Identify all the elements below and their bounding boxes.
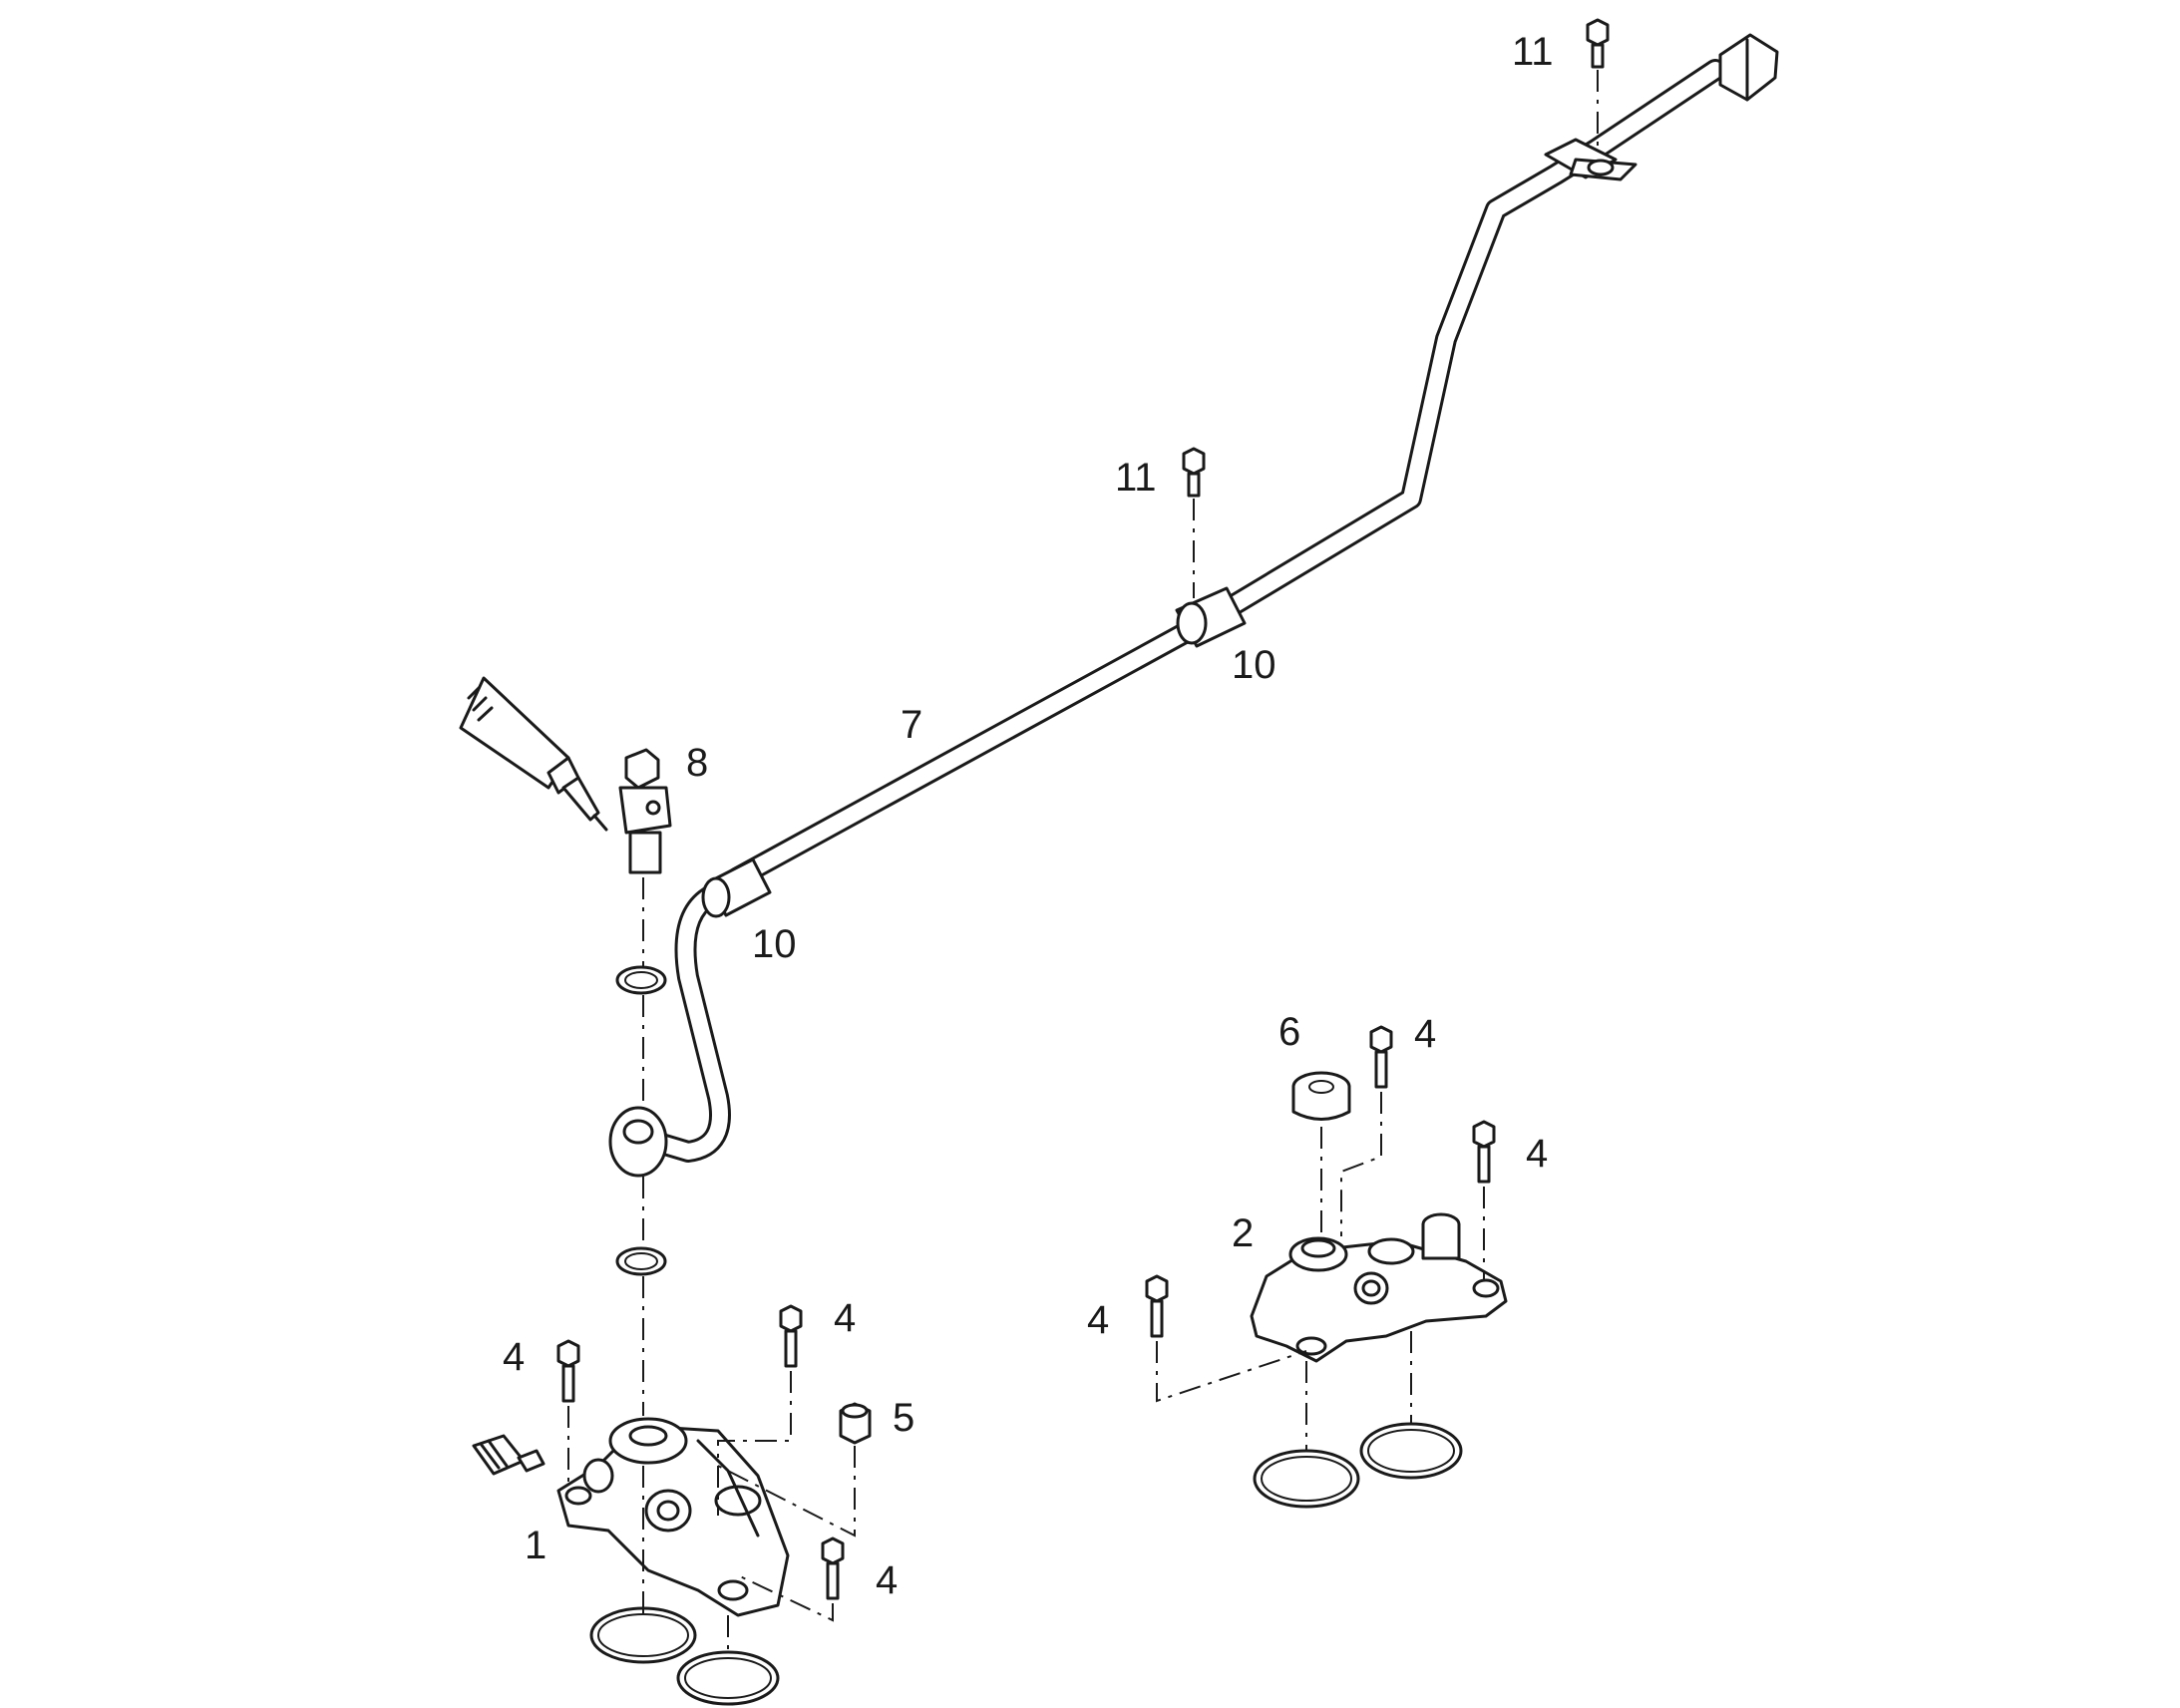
o-ring-right-1	[1253, 1449, 1360, 1509]
callout-4b: 4	[834, 1296, 856, 1340]
bolt-4-left-c	[821, 1537, 845, 1600]
plug-6	[1291, 1071, 1351, 1121]
sealing-ring-lower	[615, 1246, 667, 1276]
housing-left	[556, 1417, 790, 1617]
banjo-bolt	[618, 748, 672, 874]
pipe-clamp-top	[1544, 138, 1637, 181]
callout-4e: 4	[1526, 1132, 1548, 1176]
housing-right	[1250, 1212, 1508, 1363]
pipe-clamp-middle	[1175, 586, 1247, 648]
o-ring-right-2	[1359, 1422, 1463, 1480]
callout-2: 2	[1232, 1211, 1254, 1255]
callout-1: 1	[525, 1524, 546, 1567]
callout-8: 8	[686, 741, 708, 785]
callout-5: 5	[893, 1396, 914, 1440]
callouts: 1 2 4 4 4 4 4 4 5 6 7 8 10 10 11 11	[503, 30, 1554, 1602]
banjo-eye	[608, 1106, 668, 1178]
callout-4d: 4	[1414, 1012, 1436, 1056]
callout-10b: 10	[752, 922, 797, 966]
sensor	[472, 1434, 545, 1476]
callout-6: 6	[1278, 1010, 1300, 1054]
callout-4f: 4	[1087, 1298, 1109, 1342]
plug-5	[839, 1402, 872, 1445]
callout-4c: 4	[876, 1558, 898, 1602]
sealing-ring-upper	[615, 965, 667, 995]
callout-11b: 11	[1115, 456, 1157, 500]
o-ring-left-1	[589, 1606, 697, 1664]
callout-10a: 10	[1232, 643, 1276, 687]
bolt-4-right-c	[1145, 1274, 1169, 1338]
bolt-4-left-b	[779, 1304, 803, 1368]
pipe-clamp-lower	[701, 857, 772, 918]
bolt-4-right-b	[1472, 1120, 1496, 1184]
callout-11a: 11	[1512, 30, 1554, 74]
callout-7: 7	[901, 703, 922, 747]
o-ring-left-2	[676, 1650, 780, 1706]
bolt-11-middle	[1182, 447, 1206, 498]
bolt-4-right-a	[1369, 1025, 1393, 1089]
bolt-11-top	[1586, 18, 1610, 69]
sealant-tube	[459, 676, 608, 832]
bolt-4-left-a	[556, 1339, 580, 1403]
pipe-end-nut	[1718, 33, 1779, 102]
callout-4a: 4	[503, 1335, 525, 1379]
assembly-axes	[567, 70, 1599, 1655]
oil-pipe	[627, 59, 1726, 1163]
